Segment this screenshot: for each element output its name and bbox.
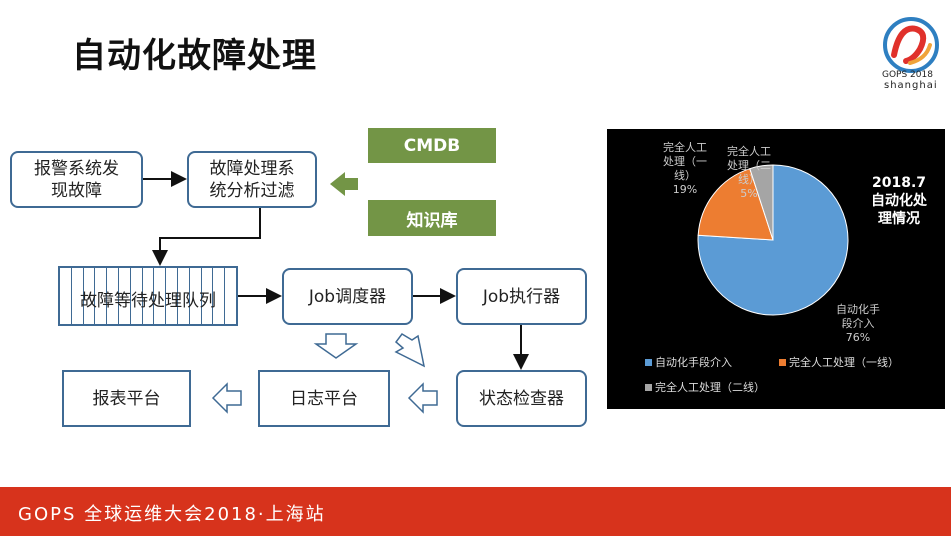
scheduler-label: Job调度器 bbox=[308, 286, 387, 307]
knowledge-label: 知识库 bbox=[406, 210, 458, 231]
slice-label-first-line: 完全人工 处理（一 线） 19% bbox=[663, 141, 707, 196]
scheduler-box: Job调度器 bbox=[282, 268, 413, 325]
slice-label-auto: 自动化手 段介入 76% bbox=[836, 303, 880, 344]
checker-label: 状态检查器 bbox=[479, 388, 564, 409]
pie-slice-second-line bbox=[749, 164, 774, 241]
hollow-left-arrow-log bbox=[407, 382, 438, 414]
pie-slice-first-line bbox=[697, 168, 774, 241]
logo-text-bottom: shanghai bbox=[884, 80, 938, 91]
arrow-filter-to-queue bbox=[152, 208, 261, 266]
legend-label-auto: 自动化手段介入 bbox=[655, 356, 732, 369]
hollow-down-arrow bbox=[313, 333, 359, 359]
checker-box: 状态检查器 bbox=[456, 370, 587, 427]
legend-item-auto: 自动化手段介入 bbox=[645, 354, 732, 370]
alarm-box: 报警系统发 现故障 bbox=[10, 151, 143, 208]
alarm-label: 报警系统发 现故障 bbox=[34, 158, 119, 201]
footer-text: GOPS 全球运维大会2018·上海站 bbox=[18, 504, 326, 525]
legend-swatch-second-line bbox=[645, 383, 652, 391]
executor-box: Job执行器 bbox=[456, 268, 587, 325]
legend-swatch-first-line bbox=[779, 358, 786, 366]
hollow-left-arrow-report bbox=[211, 382, 242, 414]
filter-box: 故障处理系 统分析过滤 bbox=[187, 151, 317, 208]
pie-slice-auto bbox=[697, 164, 849, 316]
logo-text-top: GOPS 2018 bbox=[882, 70, 933, 80]
queue-slots bbox=[60, 268, 236, 324]
hollow-diag-arrow bbox=[394, 333, 426, 368]
legend-item-second-line: 完全人工处理（二线） bbox=[645, 379, 765, 395]
report-box: 报表平台 bbox=[62, 370, 191, 427]
legend-item-first-line: 完全人工处理（一线） bbox=[779, 354, 899, 370]
log-box: 日志平台 bbox=[258, 370, 390, 427]
executor-label: Job执行器 bbox=[482, 286, 561, 307]
queue-label: 故障等待处理队列 bbox=[80, 291, 216, 311]
queue-box: 故障等待处理队列 bbox=[58, 266, 238, 326]
filter-label: 故障处理系 统分析过滤 bbox=[209, 158, 295, 201]
legend-label-second-line: 完全人工处理（二线） bbox=[655, 381, 765, 394]
pie-chart bbox=[697, 164, 849, 316]
page-title: 自动化故障处理 bbox=[72, 36, 317, 76]
legend-swatch-auto bbox=[645, 358, 652, 366]
green-left-arrow bbox=[330, 172, 358, 196]
gops-logo-icon bbox=[883, 17, 939, 73]
slice-label-second-line: 完全人工 处理（二 线） 5% bbox=[727, 145, 771, 200]
footer-bar bbox=[0, 487, 951, 536]
knowledge-box: 知识库 bbox=[368, 200, 496, 236]
cmdb-label: CMDB bbox=[403, 135, 461, 156]
report-label: 报表平台 bbox=[92, 388, 161, 409]
cmdb-box: CMDB bbox=[368, 128, 496, 163]
log-label: 日志平台 bbox=[290, 388, 358, 409]
chart-title: 2018.7 自动化处 理情况 bbox=[871, 175, 927, 227]
legend-label-first-line: 完全人工处理（一线） bbox=[789, 356, 899, 369]
